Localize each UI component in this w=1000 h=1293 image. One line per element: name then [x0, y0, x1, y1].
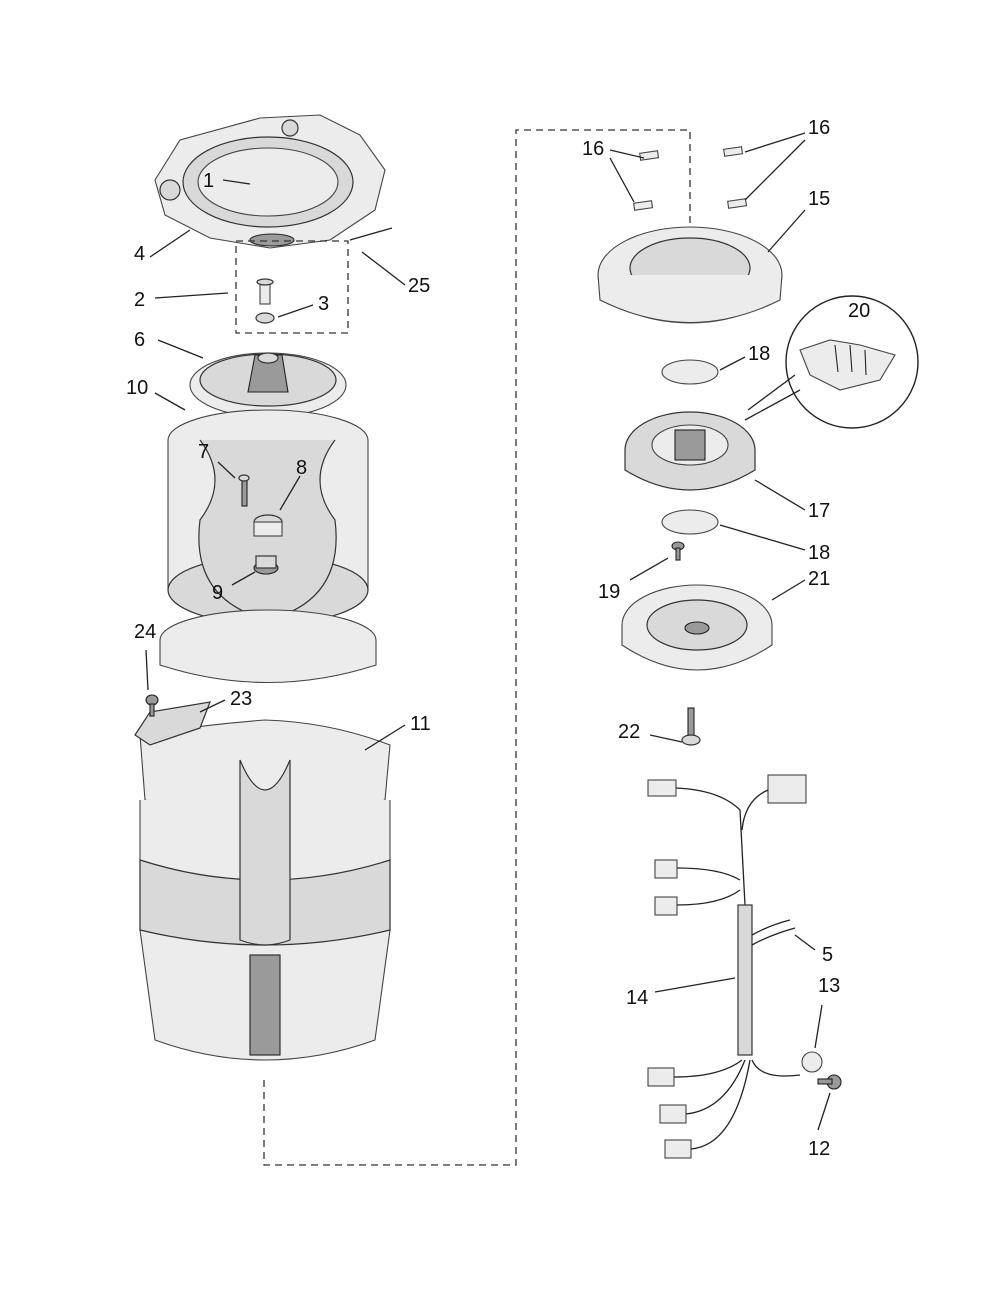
- part-hub-8: [253, 514, 283, 537]
- part-harness-14: [647, 774, 807, 1159]
- callout-1: 1: [203, 170, 214, 192]
- callout-21: 21: [808, 568, 830, 590]
- part-pins-16: [633, 146, 748, 211]
- callout-22: 22: [618, 721, 640, 743]
- callout-6: 6: [134, 329, 145, 351]
- part-bolt-22: [681, 707, 701, 746]
- part-screw-12: [817, 1074, 842, 1090]
- callout-17: 17: [808, 500, 830, 522]
- part-clip-13: [801, 1051, 823, 1073]
- part-pin: [256, 278, 274, 305]
- part-screw-7: [238, 474, 250, 507]
- part-tub-ring: [154, 114, 386, 249]
- callout-14: 14: [626, 987, 648, 1009]
- callout-23: 23: [230, 688, 252, 710]
- assembly-connector-dashed-line: [263, 129, 691, 1166]
- part-stator-17: [624, 411, 756, 491]
- callout-18-bottom: 18: [808, 542, 830, 564]
- callout-16-right: 16: [808, 117, 830, 139]
- callout-7: 7: [198, 441, 209, 463]
- part-gear-9: [253, 555, 279, 575]
- callout-9: 9: [212, 582, 223, 604]
- part-washer-18-bottom: [661, 509, 719, 535]
- callout-20: 20: [848, 300, 870, 322]
- callout-18-top: 18: [748, 343, 770, 365]
- callout-labels: 1 2 3 4 5 6 7 8 9 10 11 12 13 14 15 16 1…: [126, 117, 870, 1160]
- callout-4: 4: [134, 243, 145, 265]
- part-mount-ring-15: [597, 226, 783, 324]
- callout-8: 8: [296, 457, 307, 479]
- part-detail-20: [744, 295, 919, 429]
- callout-16-left: 16: [582, 138, 604, 160]
- callout-24: 24: [134, 621, 156, 643]
- callout-25: 25: [408, 275, 430, 297]
- part-washer: [255, 312, 275, 324]
- callout-5: 5: [822, 944, 833, 966]
- part-screw-24: [145, 694, 159, 717]
- part-screw-19: [671, 541, 685, 561]
- leader-lines: [145, 132, 831, 1131]
- callout-10: 10: [126, 377, 148, 399]
- callout-11: 11: [410, 713, 431, 735]
- callout-13: 13: [818, 975, 840, 997]
- part-cap: [189, 352, 347, 418]
- part-rotor-21: [621, 584, 773, 671]
- parts-2-3-dashed-box: [235, 240, 349, 334]
- callout-2: 2: [134, 289, 145, 311]
- part-washer-18-top: [661, 359, 719, 385]
- part-basket: [159, 409, 377, 683]
- part-outer-tub: [139, 719, 391, 1061]
- callout-12: 12: [808, 1138, 830, 1160]
- callout-15: 15: [808, 188, 830, 210]
- callout-3: 3: [318, 293, 329, 315]
- part-25-wire: [349, 227, 393, 241]
- callout-19: 19: [598, 581, 620, 603]
